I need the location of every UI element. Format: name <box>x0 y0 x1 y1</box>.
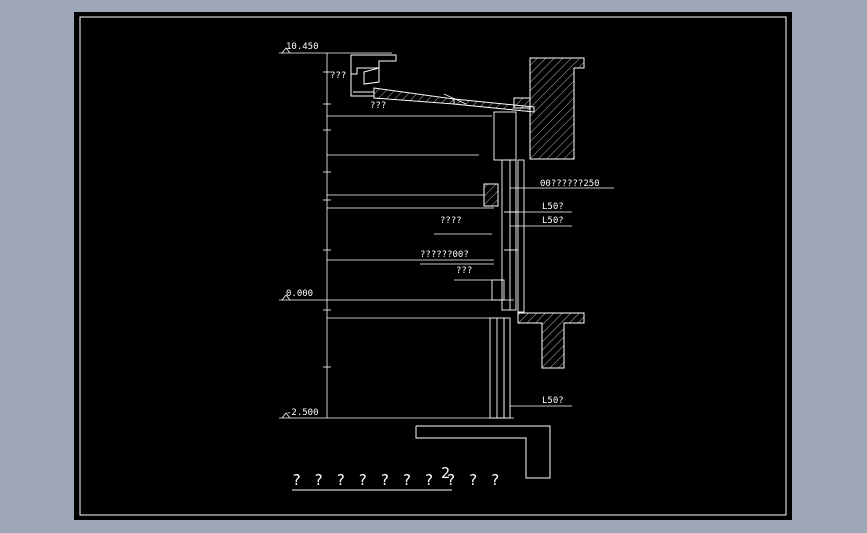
drawing-sheet: 10.450 0.000 -2.500 ??? ??? 00??????250 … <box>74 12 792 520</box>
callout-lintel-bottom: L50? <box>542 396 564 406</box>
callout-gutter: ??? <box>330 71 346 81</box>
callout-sill-beam: ???? <box>440 216 462 226</box>
level-bottom-label: -2.500 <box>286 408 319 418</box>
callout-eave-board: ??? <box>370 101 386 111</box>
structural-wall <box>483 57 585 369</box>
facade-frames <box>489 111 525 419</box>
drawing-title: ? ? ? ? ? ? ? ? ? ? <box>292 471 502 489</box>
dimension-ticks <box>323 71 331 368</box>
callout-mullion: ??????00? <box>420 250 469 260</box>
level-lines <box>279 47 514 419</box>
inner-border <box>79 16 787 516</box>
level-ground-label: 0.000 <box>286 289 313 299</box>
callout-base-trim: ??? <box>456 266 472 276</box>
callout-glazing-frame: 00??????250 <box>540 179 600 189</box>
section-drawing: 10.450 0.000 -2.500 ??? ??? 00??????250 … <box>79 16 787 516</box>
foundation <box>415 425 551 479</box>
floor-lines <box>327 115 494 319</box>
drawing-title-suffix: 2 <box>441 464 452 482</box>
callout-lintel-1: L50? <box>542 202 564 212</box>
roof-eave <box>350 54 535 113</box>
level-top-label: 10.450 <box>286 42 319 52</box>
leader-lines <box>420 93 614 407</box>
callout-lintel-2: L50? <box>542 216 564 226</box>
